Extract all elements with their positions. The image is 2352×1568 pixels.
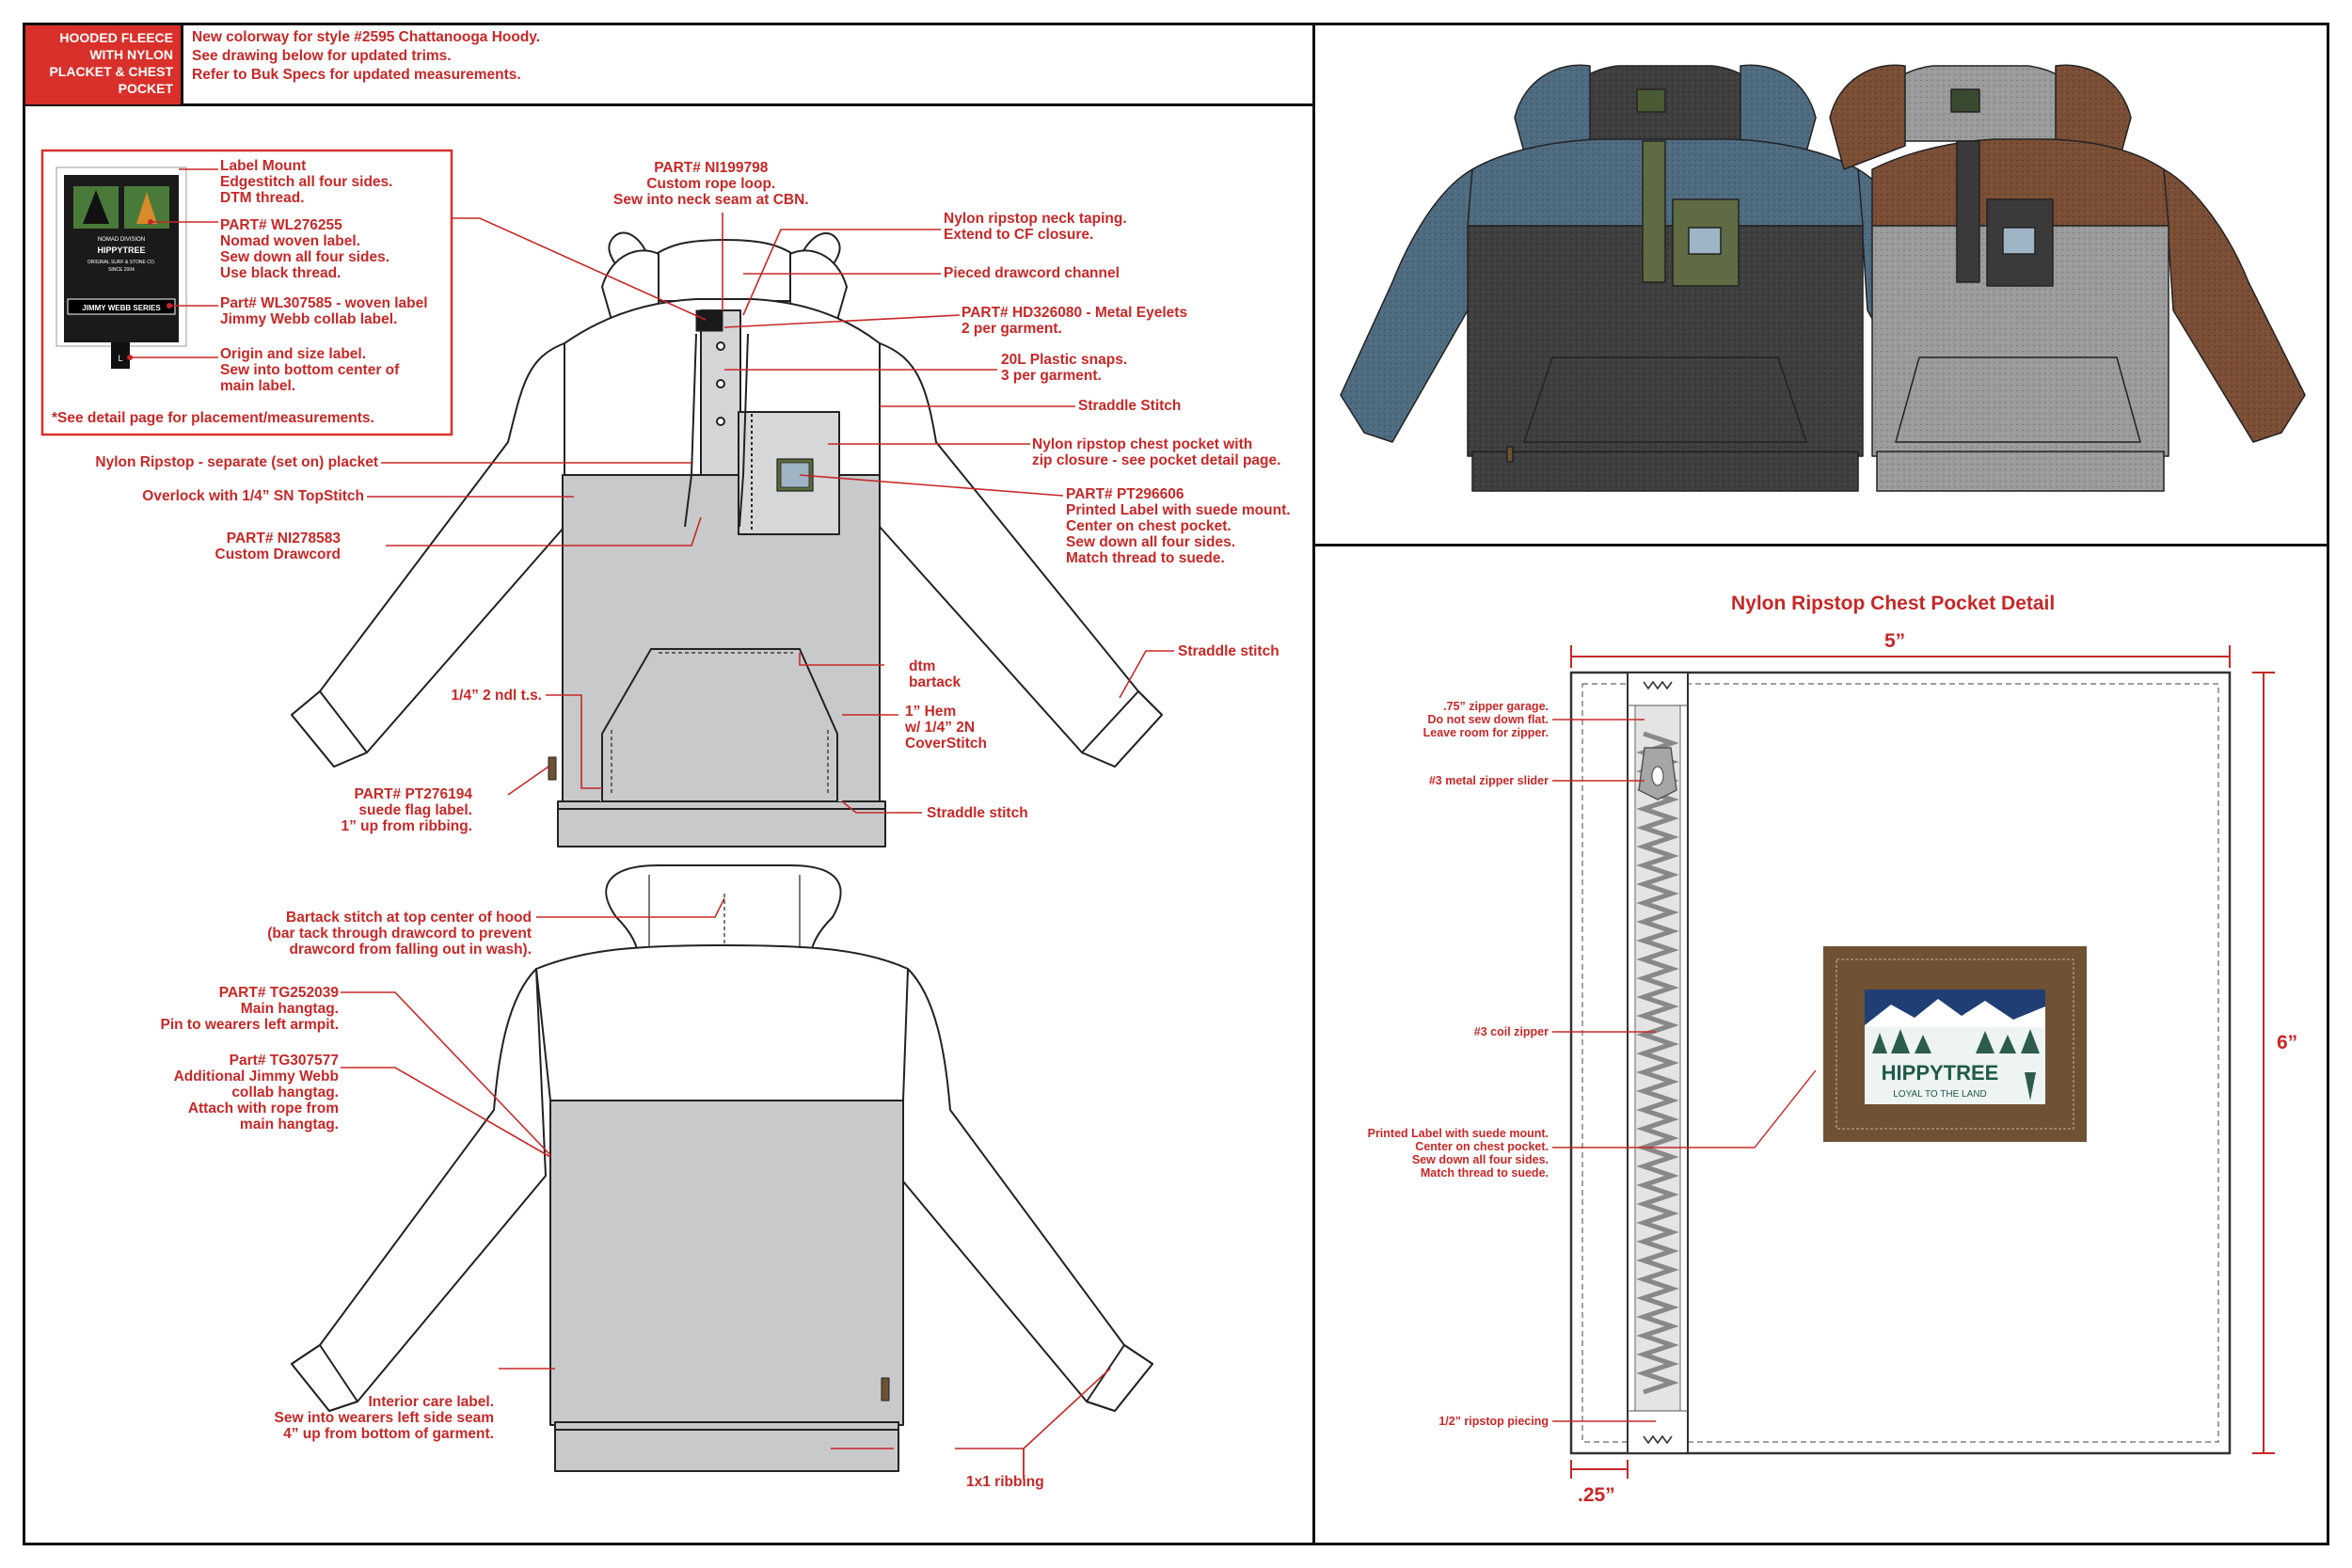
care-label-note: Interior care label. Sew into wearers le… [274,1394,494,1442]
rope-loop-note: PART# NI199798 Custom rope loop. Sew int… [613,160,809,208]
header-notes: New colorway for style #2595 Chattanooga… [192,28,540,85]
hem-note: 1” Hem w/ 1/4” 2N CoverStitch [905,704,987,752]
label-box: NOMAD DIVISION HIPPYTREE ORIGINAL SURF &… [40,149,453,436]
drawcord-channel-note: Pieced drawcord channel [944,265,1120,281]
label-mount-note: Label Mount Edgestitch all four sides. D… [220,158,393,206]
collab-hangtag-note: Part# TG307577 Additional Jimmy Webb col… [173,1053,339,1132]
svg-text:HIPPYTREE: HIPPYTREE [97,245,145,255]
pocket-detail-drawing: HIPPYTREE LOYAL TO THE LAND [1552,645,2275,1479]
dtm-bartack-note: dtm bartack [909,658,961,690]
neck-taping-note: Nylon ripstop neck taping. Extend to CF … [944,211,1127,243]
double-needle-note: 1/4” 2 ndl t.s. [451,688,542,704]
straddle-stitch-top-note: Straddle Stitch [1078,398,1182,414]
overlock-note: Overlock with 1/4” SN TopStitch [142,488,364,504]
sheet-border [23,23,2329,1545]
pocket-detail-title: Nylon Ripstop Chest Pocket Detail [1731,593,2056,614]
patch-tagline: LOYAL TO THE LAND [1893,1089,1986,1100]
zipper-slider-note: #3 metal zipper slider [1428,774,1549,787]
svg-text:L: L [118,354,122,363]
ribbing-note: 1x1 ribbing [966,1474,1044,1490]
vertical-divider [1312,23,1315,1545]
collab-label-note: Part# WL307585 - woven label Jimmy Webb … [220,295,428,327]
svg-text:ORIGINAL SURF & STONE CO.: ORIGINAL SURF & STONE CO. [87,260,155,265]
back-hoodie-flat [291,864,1153,1472]
eyelets-note: PART# HD326080 - Metal Eyelets 2 per gar… [961,305,1188,337]
header-note: Refer to Buk Specs for updated measureme… [192,67,521,83]
svg-text:NOMAD DIVISION: NOMAD DIVISION [98,237,145,243]
style-title: HOODED FLEECE WITH NYLON PLACKET & CHEST… [49,30,173,96]
chest-pocket-note: Nylon ripstop chest pocket with zip clos… [1032,436,1281,468]
straddle-stitch-bottom-note: Straddle stitch [927,805,1028,821]
origin-size-label-note: Origin and size label. Sew into bottom c… [220,346,400,394]
leader-lines [341,213,1174,1480]
hood-bartack-note: Bartack stitch at top center of hood (ba… [267,910,532,958]
printed-label-note: PART# PT296606 Printed Label with suede … [1066,486,1291,566]
pocket-height-dimension: 6” [2277,1032,2298,1053]
pocket-printed-label-note: Printed Label with suede mount. Center o… [1367,1127,1549,1180]
snaps-note: 20L Plastic snaps. 3 per garment. [1001,352,1128,384]
coil-zipper-note: #3 coil zipper [1473,1025,1549,1038]
flag-label-note: PART# PT276194 suede flag label. 1” up f… [341,786,473,834]
ripstop-piecing-note: 1/2” ripstop piecing [1438,1415,1549,1428]
zipper-offset-dimension: .25” [1578,1484,1615,1506]
label-footnote: *See detail page for placement/measureme… [52,410,374,426]
front-hoodie-flat [291,231,1163,847]
colorway-blue-charcoal [1340,64,1995,492]
svg-text:JIMMY WEBB SERIES: JIMMY WEBB SERIES [82,304,161,312]
patch-brand: HIPPYTREE [1882,1061,1999,1085]
right-panel-divider [1312,544,2329,546]
colorway-brown-grey [1829,64,2306,492]
zipper-garage-note: .75” zipper garage. Do not sew down flat… [1422,700,1549,739]
nomad-label-note: PART# WL276255 Nomad woven label. Sew do… [220,217,390,281]
svg-text:SINCE 2004: SINCE 2004 [108,267,135,273]
header-note: See drawing below for updated trims. [192,48,452,64]
header-divider [23,103,1314,106]
header-note: New colorway for style #2595 Chattanooga… [192,29,541,45]
style-title-box: HOODED FLEECE WITH NYLON PLACKET & CHEST… [25,25,183,104]
placket-note: Nylon Ripstop - separate (set on) placke… [95,454,378,470]
straddle-stitch-sleeve-note: Straddle stitch [1178,643,1279,659]
main-hangtag-note: PART# TG252039 Main hangtag. Pin to wear… [160,985,340,1033]
drawcord-note: PART# NI278583 Custom Drawcord [215,531,342,562]
pocket-width-dimension: 5” [1884,630,1906,652]
